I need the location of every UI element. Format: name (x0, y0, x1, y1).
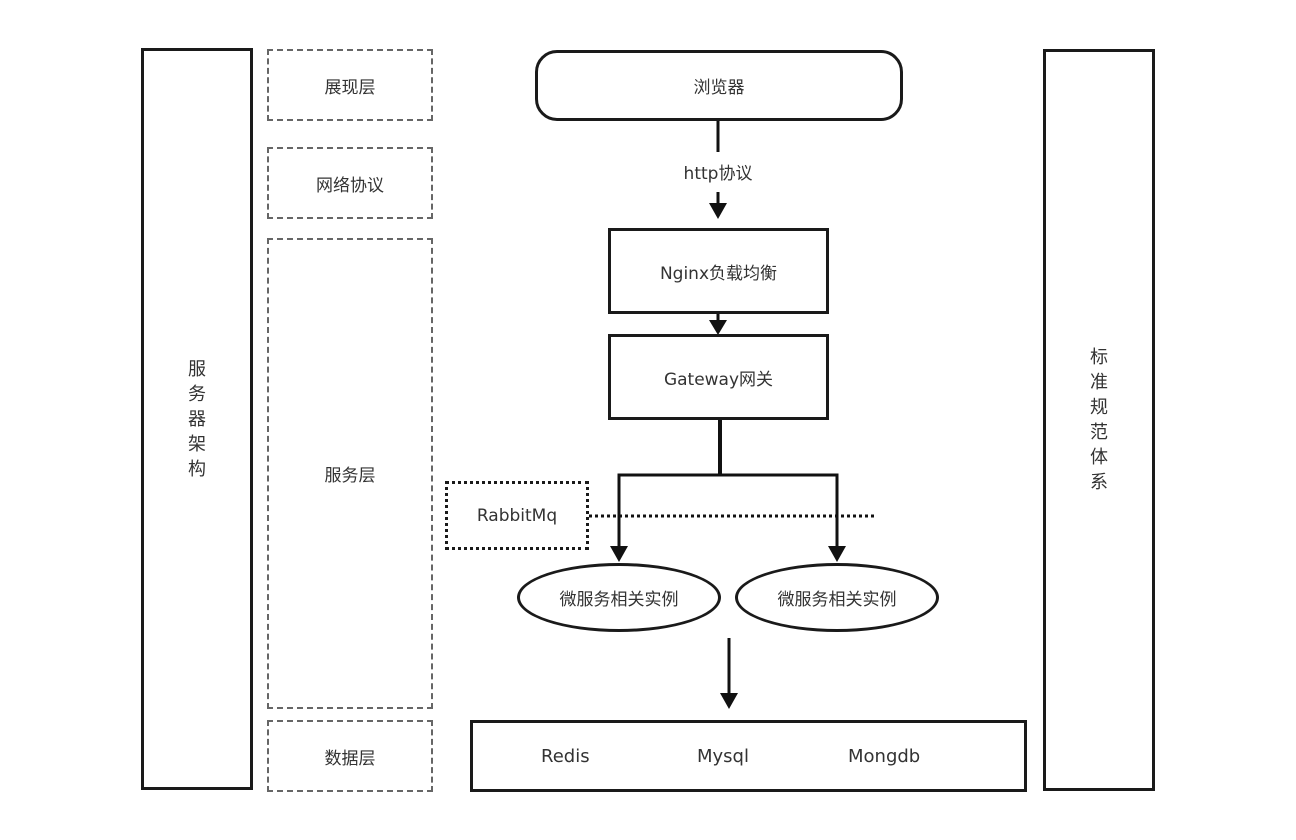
server-architecture-label: 服 务 器 架 构 (188, 357, 206, 482)
layer-presentation: 展现层 (267, 49, 433, 121)
server-architecture-panel: 服 务 器 架 构 (141, 48, 253, 790)
layer-label: 展现层 (324, 77, 376, 98)
label-char: 体 (1090, 447, 1108, 468)
layer-service: 服务层 (267, 238, 433, 709)
db-mongdb: Mongdb (848, 745, 921, 767)
nginx-node: Nginx负载均衡 (608, 228, 829, 314)
layer-label: 服务层 (324, 466, 376, 486)
db-mysql: Mysql (697, 745, 749, 767)
standards-system-label: 标 准 规 范 体 系 (1090, 345, 1108, 495)
gateway-label: Gateway网关 (663, 369, 774, 390)
rabbitmq-node: RabbitMq (445, 481, 589, 550)
label-char: 范 (1090, 422, 1108, 443)
instance-label: 微服务相关实例 (777, 590, 897, 610)
layer-network-protocol: 网络协议 (267, 147, 433, 219)
layer-label: 网络协议 (316, 175, 384, 196)
arrowhead-gateway (709, 320, 727, 335)
browser-node: 浏览器 (535, 50, 903, 121)
label-char: 系 (1090, 472, 1108, 493)
arrowhead-instance-2 (828, 546, 846, 562)
edge-split (617, 473, 839, 548)
nginx-label: Nginx负载均衡 (659, 263, 778, 284)
gateway-node: Gateway网关 (608, 334, 829, 420)
rabbitmq-label: RabbitMq (476, 505, 558, 526)
label-char: 规 (1090, 397, 1108, 418)
label-char: 器 (188, 408, 206, 430)
label-char: 务 (188, 383, 206, 405)
label-char: 准 (1090, 372, 1108, 393)
http-protocol-label: http协议 (681, 158, 755, 184)
browser-label: 浏览器 (693, 78, 745, 98)
label-char: 标 (1090, 347, 1108, 368)
arrowhead-instance-1 (610, 546, 628, 562)
instance-label: 微服务相关实例 (559, 590, 679, 610)
standards-system-panel: 标 准 规 范 体 系 (1043, 49, 1155, 791)
label-char: 架 (188, 433, 206, 455)
microservice-instance: 微服务相关实例 (735, 563, 939, 632)
label-char: 服 (188, 358, 206, 380)
label-char: 构 (188, 458, 206, 480)
protocol-label-wrap: http协议 (660, 157, 776, 185)
arrowhead-db (720, 693, 738, 709)
microservice-instance: 微服务相关实例 (517, 563, 721, 632)
layer-label: 数据层 (324, 748, 376, 769)
db-redis: Redis (541, 745, 590, 767)
arrowhead-nginx (709, 203, 727, 219)
database-layer-box: Redis Mysql Mongdb (470, 720, 1027, 792)
layer-data: 数据层 (267, 720, 433, 792)
